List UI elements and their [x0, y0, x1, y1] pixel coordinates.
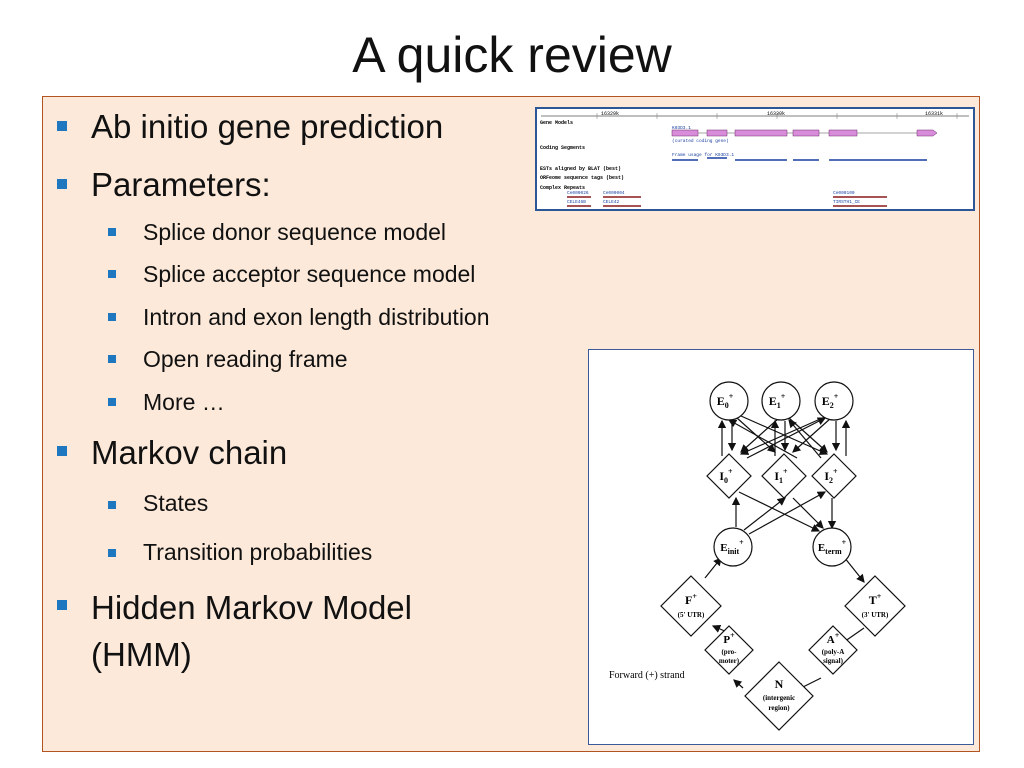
state-E0 [709, 381, 749, 421]
gene-name: K03D3.1 [672, 125, 691, 131]
sub-bullet-transition: Transition probabilities [143, 539, 373, 565]
strand-caption: Forward (+) strand [609, 670, 685, 681]
sub-bullet-marker [108, 549, 116, 557]
repeat-id: Ce000026 [567, 190, 589, 196]
ruler-label: 16329k [601, 111, 619, 117]
repeat-id: Ce000100 [833, 190, 855, 196]
svg-text:I2+: I2+ [824, 467, 838, 485]
state-A-desc: (poly-A [822, 648, 845, 656]
bullet-hmm: Hidden Markov Model [91, 589, 412, 626]
bullet-marker [57, 446, 67, 456]
sub-bullet-marker [108, 398, 116, 406]
ruler-label: 16331k [925, 111, 943, 117]
sub-bullet-states: States [143, 490, 209, 516]
state-P-desc: moter) [719, 657, 740, 665]
state-F-desc: (5' UTR) [678, 611, 705, 619]
slide-title: A quick review [352, 27, 672, 83]
sub-bullet-acceptor: Splice acceptor sequence model [143, 261, 476, 287]
state-A [808, 625, 858, 675]
svg-text:Einit+: Einit+ [720, 538, 744, 556]
sub-bullet-marker [108, 228, 116, 236]
exon-blocks [671, 129, 938, 137]
state-F [660, 575, 722, 637]
svg-text:T+: T+ [869, 592, 882, 607]
bullet-hmm-cont: (HMM) [91, 636, 192, 673]
bullet-parameters: Parameters: [91, 166, 271, 203]
sub-bullet-marker [108, 501, 116, 509]
svg-text:E2+: E2+ [822, 392, 839, 410]
state-Eterm [812, 527, 852, 567]
sub-bullet-marker [108, 270, 116, 278]
genome-browser-figure: 16329k 16330k 16331k Gene Models K03D3.1… [535, 107, 975, 211]
gene-note: (curated coding gene) [672, 138, 729, 144]
sub-bullet-length: Intron and exon length distribution [143, 304, 490, 330]
state-E2 [814, 381, 854, 421]
track-label: Gene Models [540, 120, 573, 126]
sub-bullet-marker [108, 355, 116, 363]
repeat-bars [567, 196, 887, 207]
ruler-label: 16330k [767, 111, 785, 117]
svg-text:A+: A+ [827, 631, 840, 646]
frame-note: Frame usage for K03D3.1 [672, 152, 734, 158]
state-N-desc: (intergenic [763, 694, 795, 702]
state-N-label: N [775, 677, 784, 691]
bullet-marker [57, 600, 67, 610]
svg-text:E1+: E1+ [769, 392, 786, 410]
state-N-desc: region) [768, 704, 790, 712]
genome-browser-svg: 16329k 16330k 16331k Gene Models K03D3.1… [540, 111, 969, 207]
state-T-desc: (3' UTR) [862, 611, 889, 619]
state-T [844, 575, 906, 637]
track-label: ESTs aligned by BLAT (best) [540, 166, 621, 172]
sub-bullet-marker [108, 313, 116, 321]
track-label: ORFeome sequence tags (best) [540, 175, 624, 181]
coding-segments [672, 157, 927, 161]
sub-bullet-donor: Splice donor sequence model [143, 219, 447, 245]
svg-text:Eterm+: Eterm+ [818, 538, 847, 556]
sub-bullet-more: More … [143, 389, 225, 415]
svg-text:P+: P+ [723, 631, 735, 646]
state-E1 [761, 381, 801, 421]
hmm-diagram-svg: E0+ E1+ E2+ I0+ I1+ I2+ Einit+ [609, 381, 906, 731]
state-P [704, 625, 754, 675]
sub-bullet-orf: Open reading frame [143, 346, 348, 372]
bullet-markov-chain: Markov chain [91, 434, 288, 471]
svg-text:F+: F+ [685, 592, 697, 607]
svg-text:I1+: I1+ [774, 467, 788, 485]
content-panel: Ab initio gene prediction Parameters: Sp… [42, 96, 980, 752]
repeat-label: CELE46B [567, 199, 586, 205]
transition-arrows [704, 415, 865, 691]
bullet-marker [57, 179, 67, 189]
bullet-ab-initio: Ab initio gene prediction [91, 108, 444, 145]
state-N [744, 661, 814, 731]
svg-text:E0+: E0+ [717, 392, 734, 410]
state-P-desc: (pro- [721, 648, 737, 656]
svg-text:I0+: I0+ [719, 467, 733, 485]
state-Einit [713, 527, 753, 567]
bullet-marker [57, 121, 67, 131]
track-label: Complex Repeats [540, 185, 585, 191]
state-A-desc: signal) [823, 657, 844, 665]
repeat-id: Ce000004 [603, 190, 625, 196]
track-label: Coding Segments [540, 145, 585, 151]
state-I2 [811, 453, 857, 499]
state-I1 [761, 453, 807, 499]
repeat-label: CELE42 [603, 199, 620, 205]
hmm-diagram-figure: E0+ E1+ E2+ I0+ I1+ I2+ Einit+ [588, 349, 974, 745]
repeat-label: TIRSTH1_CE [833, 199, 860, 205]
state-I0 [706, 453, 752, 499]
